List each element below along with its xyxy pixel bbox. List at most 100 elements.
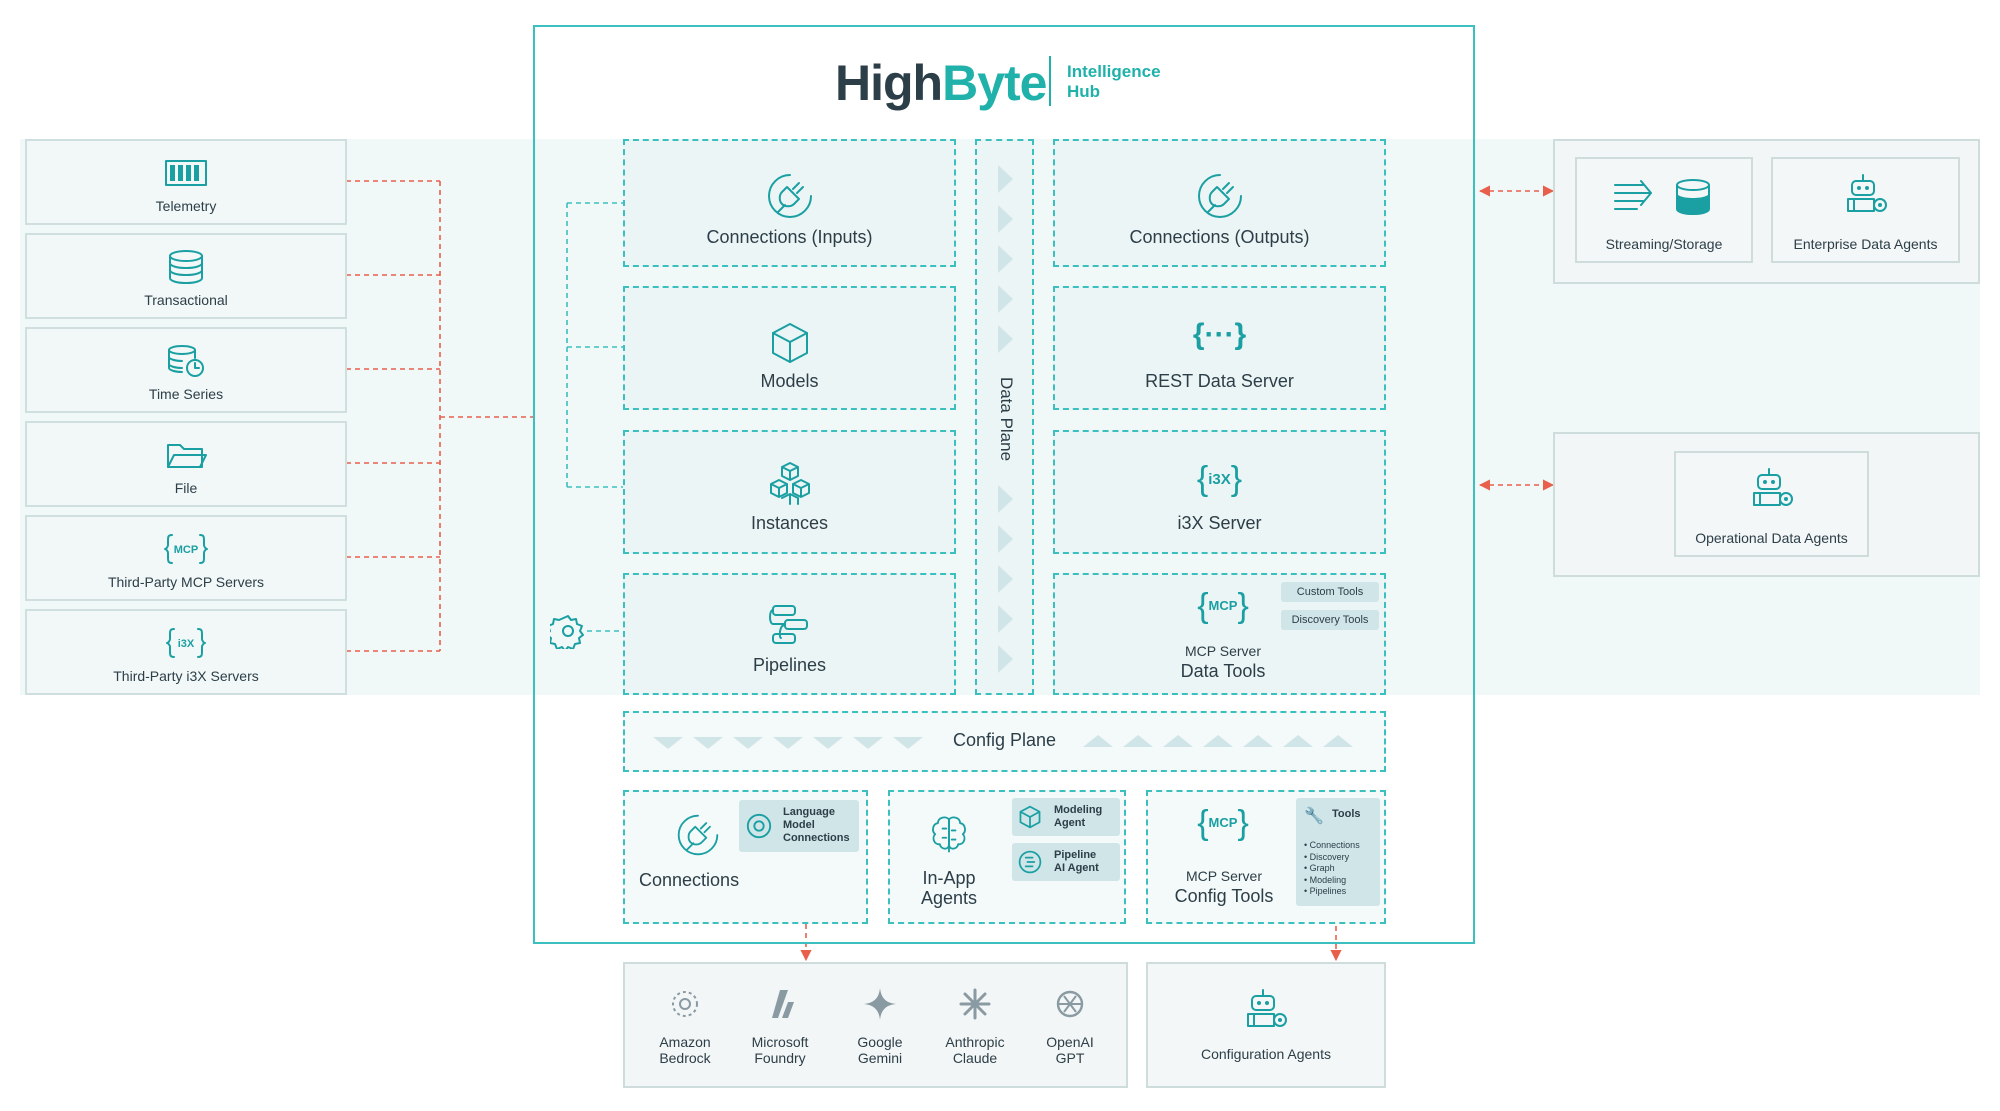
intelligence-hub-frame xyxy=(533,25,1475,944)
product-line2: Hub xyxy=(1067,82,1101,101)
models-box: Models xyxy=(623,286,956,410)
chip-line2: Model xyxy=(783,819,815,831)
curly-braces-icon: {···} xyxy=(1192,318,1247,351)
i3x-icon: {i3X} xyxy=(1196,460,1243,498)
logo-divider xyxy=(1049,56,1051,106)
box-label: Connections (Outputs) xyxy=(1129,227,1310,247)
provider-line1: Amazon xyxy=(659,1034,711,1050)
in-app-agents-box: In-App Agents Modeling Agent Pipeline AI… xyxy=(888,790,1126,924)
openai-gpt-icon xyxy=(1056,990,1084,1018)
connections-label: Connections xyxy=(639,870,740,890)
mcp-line1: MCP Server xyxy=(1185,643,1261,659)
plug-icon xyxy=(1197,174,1242,218)
provider-line1: Anthropic xyxy=(945,1034,1005,1050)
config-plane-arrows xyxy=(653,735,1353,749)
gear-icon xyxy=(550,615,584,649)
provider-line2: Bedrock xyxy=(659,1050,711,1066)
connections-inputs-box: Connections (Inputs) xyxy=(623,139,956,267)
i3x-glyph: i3X xyxy=(1208,471,1231,488)
pipelines-box: Pipelines xyxy=(623,573,956,695)
source-label: File xyxy=(174,480,198,496)
source-telemetry: Telemetry xyxy=(25,139,347,225)
time-series-db-icon xyxy=(168,345,204,377)
chip-line1: Language xyxy=(783,806,835,818)
provider-line2: Claude xyxy=(952,1050,998,1066)
mcp-icon: MCP xyxy=(164,534,208,564)
agents-line2: Agents xyxy=(920,888,978,908)
i3x-server-box: {i3X} i3X Server xyxy=(1053,430,1386,554)
mcp-config-glyph: MCP xyxy=(1208,815,1238,830)
card-label: Configuration Agents xyxy=(1201,1046,1331,1062)
mcp-icon: {MCP} xyxy=(1197,804,1249,842)
google-gemini-icon xyxy=(864,988,896,1020)
data-plane-channel: Data Plane xyxy=(975,139,1034,695)
svg-text:MCP: MCP xyxy=(174,544,198,556)
bottom-connections-box: Connections Language Model Connections xyxy=(623,790,868,924)
enterprise-agents-card: Enterprise Data Agents xyxy=(1771,157,1960,263)
modeling-line1: Modeling xyxy=(1054,804,1103,816)
chip-line3: Connections xyxy=(783,832,850,844)
discovery-tools-chip: Discovery Tools xyxy=(1281,610,1379,630)
mcp-server-data-tools-box: {MCP} MCP Server Data Tools Custom Tools… xyxy=(1053,573,1386,695)
mcp-icon: {MCP} xyxy=(1197,587,1249,625)
i3x-icon: i3X xyxy=(166,628,206,658)
source-file: File xyxy=(25,421,347,507)
tools-list-chip: 🔧 Tools • Connections • Discovery • Grap… xyxy=(1296,798,1380,906)
tools-title: Tools xyxy=(1332,808,1361,820)
plug-icon xyxy=(677,814,719,856)
agents-line1: In-App xyxy=(922,868,976,888)
pipeline-icon xyxy=(1018,850,1042,874)
pipeline-line1: Pipeline xyxy=(1054,849,1097,861)
tool-item: • Modeling xyxy=(1304,874,1347,885)
provider-line1: OpenAI xyxy=(1046,1034,1094,1050)
config-plane-label: Config Plane xyxy=(952,730,1057,750)
configuration-agents-card: Configuration Agents xyxy=(1146,962,1386,1088)
mcp-line2: Data Tools xyxy=(1180,661,1266,681)
provider-line2: GPT xyxy=(1055,1050,1085,1066)
tool-item: • Connections xyxy=(1304,840,1360,850)
streaming-storage-icon xyxy=(1614,179,1710,215)
instances-box: Instances xyxy=(623,430,956,554)
box-label: Instances xyxy=(750,513,829,533)
source-transactional: Transactional xyxy=(25,233,347,319)
tool-item: • Discovery xyxy=(1304,851,1350,862)
source-label: Transactional xyxy=(144,292,228,308)
database-icon xyxy=(169,250,203,284)
provider-line1: Google xyxy=(857,1034,903,1050)
mcp-config-line2: Config Tools xyxy=(1174,886,1274,906)
brand-byte: Byte xyxy=(942,55,1047,111)
box-label: REST Data Server xyxy=(1145,371,1294,391)
pipeline-icon xyxy=(768,605,808,644)
provider-line1: Microsoft xyxy=(751,1034,809,1050)
hub-logo: HighByte Intelligence Hub xyxy=(835,50,1195,120)
robot-gear-icon xyxy=(1752,468,1793,506)
plug-icon xyxy=(767,174,812,218)
brain-icon xyxy=(932,816,966,853)
cube-icon xyxy=(771,323,808,363)
folder-icon xyxy=(167,444,207,468)
robot-gear-icon xyxy=(1846,174,1887,212)
modeling-agent-chip: Modeling Agent xyxy=(1012,798,1120,836)
streaming-storage-card: Streaming/Storage xyxy=(1575,157,1753,263)
wrench-icon: 🔧 xyxy=(1304,808,1324,825)
source-label: Third-Party i3X Servers xyxy=(113,668,259,684)
card-label: Operational Data Agents xyxy=(1695,530,1848,546)
source-i3x-servers: i3X Third-Party i3X Servers xyxy=(25,609,347,695)
connections-outputs-box: Connections (Outputs) xyxy=(1053,139,1386,267)
mcp-glyph: MCP xyxy=(1208,598,1238,613)
cube-icon xyxy=(1019,805,1041,829)
anthropic-claude-icon xyxy=(959,988,991,1020)
data-plane-arrows xyxy=(998,165,1013,673)
operational-agents-card: Operational Data Agents xyxy=(1674,451,1869,557)
pipeline-line2: AI Agent xyxy=(1054,862,1099,874)
custom-tools-chip: Custom Tools xyxy=(1281,582,1379,602)
tool-item: • Graph xyxy=(1304,863,1335,873)
robot-gear-icon xyxy=(1247,989,1287,1027)
product-line1: Intelligence xyxy=(1067,62,1161,81)
server-rack-icon xyxy=(165,160,207,186)
source-label: Telemetry xyxy=(155,198,217,214)
rest-data-server-box: {···} REST Data Server xyxy=(1053,286,1386,410)
